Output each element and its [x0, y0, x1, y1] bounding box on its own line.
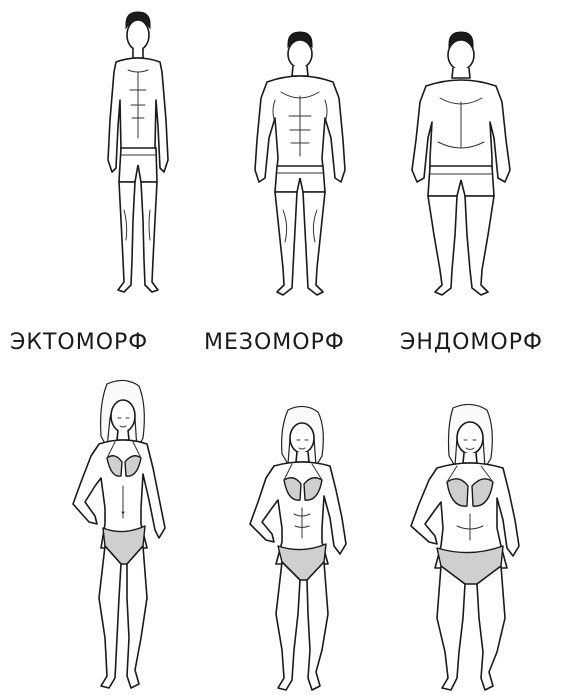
female-mesomorph-figure	[232, 402, 367, 692]
female-ectomorph-figure	[55, 378, 185, 693]
label-mesomorph: МЕЗОМОРФ	[204, 330, 345, 355]
label-endomorph: ЭНДОМОРФ	[400, 330, 543, 355]
male-mesomorph-figure	[245, 30, 355, 300]
male-endomorph-figure	[402, 30, 520, 300]
male-ectomorph-figure	[88, 10, 188, 300]
body-type-labels: ЭКТОМОРФ МЕЗОМОРФ ЭНДОМОРФ	[0, 330, 585, 370]
female-endomorph-figure	[397, 400, 537, 692]
label-ectomorph: ЭКТОМОРФ	[10, 330, 148, 355]
